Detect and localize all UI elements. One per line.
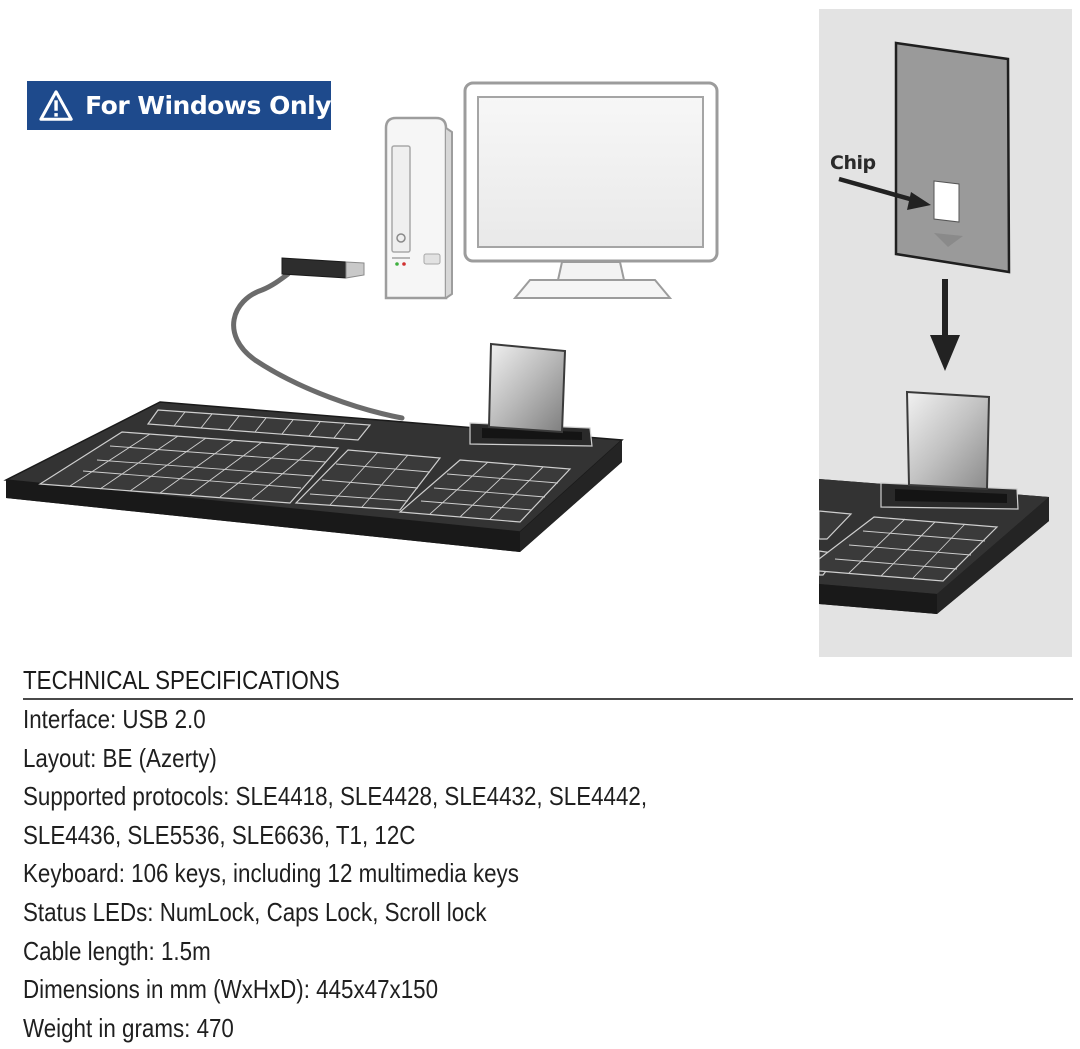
product-illustration: For Windows Only <box>0 0 810 640</box>
specs-title: TECHNICAL SPECIFICATIONS <box>23 665 340 695</box>
chip-label: Chip <box>830 152 876 174</box>
usb-plug <box>281 257 365 279</box>
spec-cable-length: Cable length: 1.5m <box>23 935 211 966</box>
badge-text: For Windows Only <box>85 91 331 120</box>
monitor <box>463 81 719 299</box>
spec-interface: Interface: USB 2.0 <box>23 704 206 734</box>
warning-triangle-icon <box>39 89 73 121</box>
spec-dimensions: Dimensions in mm (WxHxD): 445x47x150 <box>23 974 439 1005</box>
spec-layout: Layout: BE (Azerty) <box>23 742 217 773</box>
card-insertion-graphic <box>819 41 1049 614</box>
spec-protocols-continued: SLE4436, SLE5536, SLE6636, T1, 12C <box>23 819 416 850</box>
spec-keyboard: Keyboard: 106 keys, including 12 multime… <box>23 858 519 889</box>
keyboard <box>3 342 624 552</box>
spec-status-leds: Status LEDs: NumLock, Caps Lock, Scroll … <box>23 896 487 927</box>
spec-weight: Weight in grams: 470 <box>23 1012 234 1043</box>
spec-protocols: Supported protocols: SLE4418, SLE4428, S… <box>23 781 648 812</box>
desktop-tower <box>384 116 453 300</box>
specs-divider <box>23 698 1073 700</box>
technical-specifications: TECHNICAL SPECIFICATIONS Interface: USB … <box>23 661 1073 1047</box>
windows-only-badge: For Windows Only <box>27 81 331 130</box>
card-insertion-panel: Chip <box>819 9 1072 657</box>
